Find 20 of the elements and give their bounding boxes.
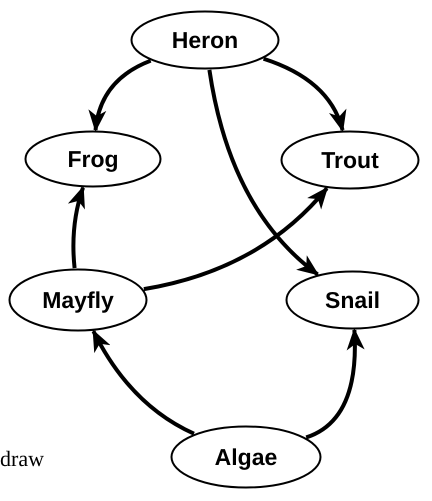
node-label: Heron [172, 28, 238, 52]
ellipse-node [130, 10, 280, 70]
text-fragment: draw [0, 445, 44, 473]
arrow [262, 56, 346, 132]
arrow [207, 70, 320, 276]
node-label: Mayfly [42, 288, 114, 312]
ellipse-node [24, 130, 162, 188]
arrow [92, 329, 195, 436]
ellipse-node [8, 268, 148, 332]
node-label: Frog [67, 148, 119, 170]
arrow [143, 186, 328, 292]
ellipse-node [280, 130, 420, 190]
ellipse-node [285, 270, 420, 330]
ellipse-node [170, 425, 322, 489]
node-label: Trout [321, 148, 379, 172]
arrow [89, 58, 152, 132]
node-label: Algae [214, 446, 278, 468]
arrow [68, 186, 86, 268]
arrow [305, 328, 364, 440]
node-label: Snail [325, 288, 380, 312]
